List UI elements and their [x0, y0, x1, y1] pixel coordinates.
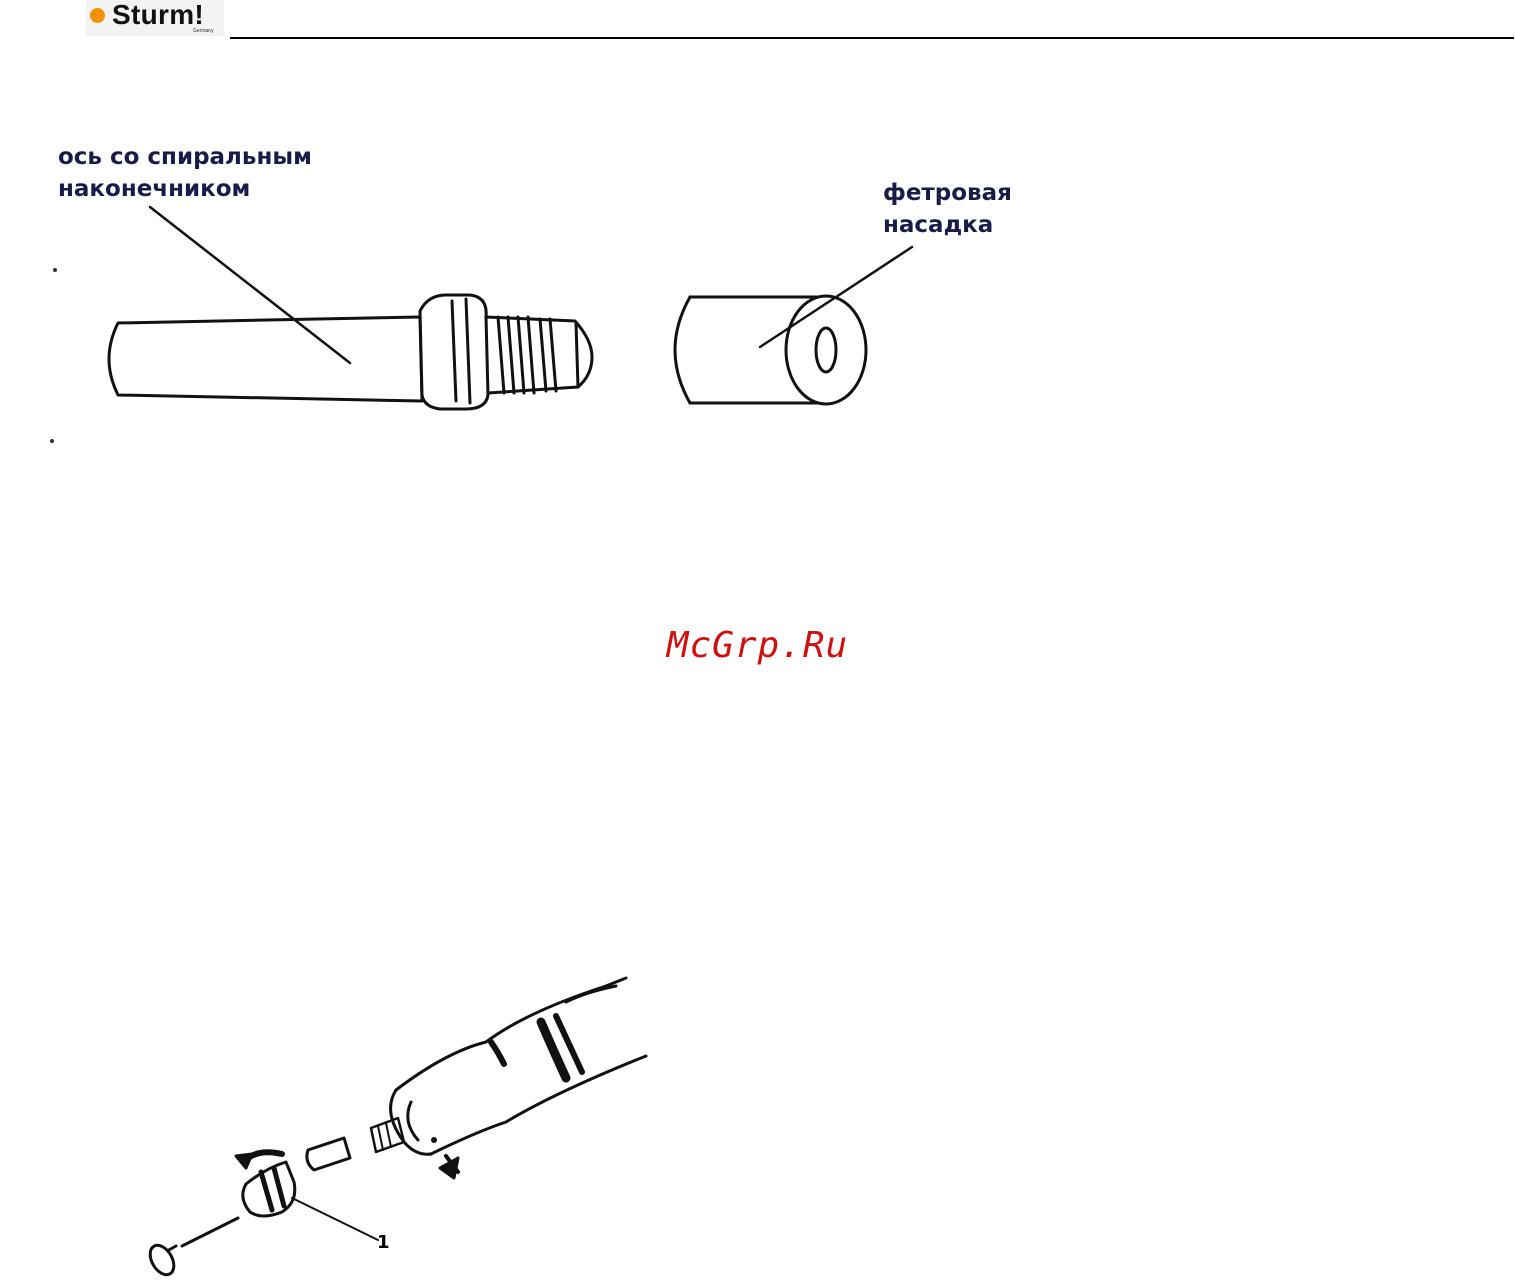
label-felt-line2: насадка — [883, 209, 993, 241]
logo-dot-icon — [90, 8, 105, 23]
brand-subtitle: Germany — [193, 28, 214, 34]
page-header: Sturm! Germany — [86, 0, 1515, 44]
label-felt-line1: фетровая — [883, 177, 1012, 209]
sturm-logo: Sturm! Germany — [86, 0, 224, 36]
watermark: McGrp.Ru — [0, 620, 1515, 672]
label-shaft-line2: наконечником — [58, 173, 250, 205]
figure-tool-assembly: 1 — [86, 972, 662, 1288]
callout-number-1: 1 — [377, 1232, 390, 1254]
figure-shaft-and-felt-tip: ось со спиральным наконечником фетровая … — [0, 95, 1050, 447]
label-shaft-line1: ось со спиральным — [58, 141, 312, 173]
brand-name: Sturm! — [112, 0, 204, 31]
tool-assembly-drawing — [86, 972, 662, 1288]
header-divider — [230, 37, 1514, 39]
